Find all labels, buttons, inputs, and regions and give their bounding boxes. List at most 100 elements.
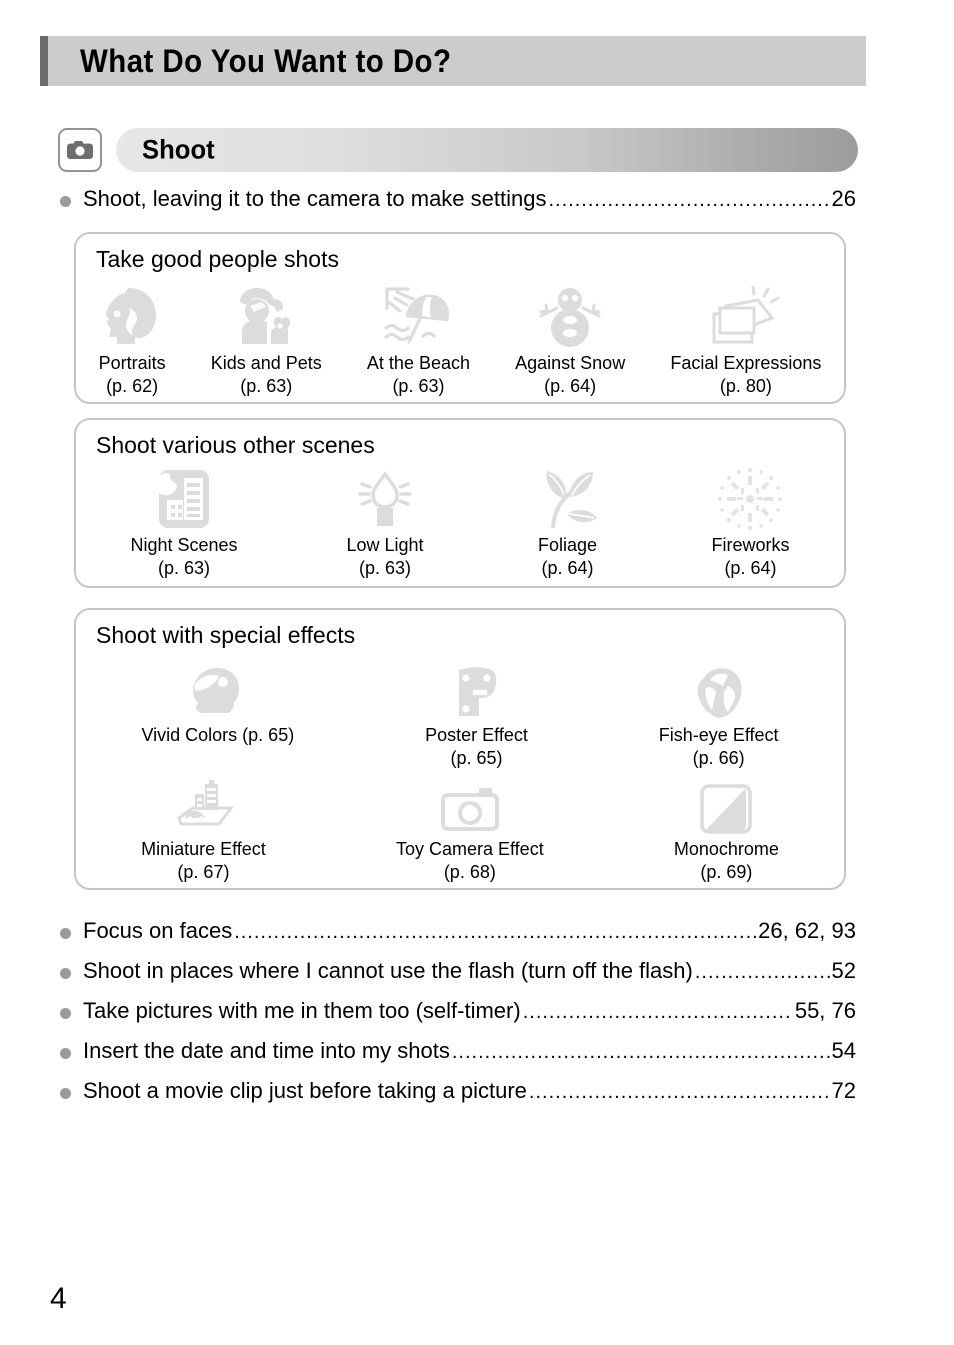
list-item[interactable]: Shoot in places where I cannot use the f… <box>60 958 856 988</box>
bullet-dot-icon <box>60 1007 71 1019</box>
beach-umbrella-icon <box>383 282 453 348</box>
list-item-label: Shoot, leaving it to the camera to make … <box>83 186 547 211</box>
snowman-icon <box>533 282 607 348</box>
section-header-bar <box>116 128 858 172</box>
list-item[interactable]: Fish-eye Effect (p. 66) <box>659 662 779 769</box>
item-label: Against Snow <box>515 353 626 373</box>
miniature-effect-icon <box>171 776 235 834</box>
list-item[interactable]: Poster Effect (p. 65) <box>425 662 528 769</box>
item-label: At the Beach <box>366 353 470 373</box>
list-item[interactable]: Kids and Pets (p. 63) <box>211 282 322 397</box>
list-item[interactable]: Shoot a movie clip just before taking a … <box>60 1078 856 1108</box>
group-title: Take good people shots <box>96 246 339 272</box>
list-item[interactable]: At the Beach (p. 63) <box>367 282 470 397</box>
list-item[interactable]: Miniature Effect (p. 67) <box>141 776 266 883</box>
page-reference: (p. 64) <box>724 557 777 578</box>
item-label: Kids and Pets <box>210 353 322 373</box>
night-scene-icon <box>153 464 215 530</box>
page-reference: 52 <box>831 958 856 983</box>
page-title-bar: What Do You Want to Do? <box>40 36 866 86</box>
page-reference: (p. 63) <box>240 375 293 396</box>
foliage-leaf-icon <box>533 464 603 530</box>
page-reference: (p. 63) <box>359 557 412 578</box>
leader-dots: ........................................… <box>234 921 756 943</box>
page-title: What Do You Want to Do? <box>80 42 452 79</box>
kids-and-pets-icon <box>230 282 302 348</box>
leader-dots: ........................................… <box>694 961 830 983</box>
facial-expressions-icon <box>710 282 782 348</box>
item-label: Fireworks <box>711 535 790 555</box>
list-item[interactable]: Shoot, leaving it to the camera to make … <box>60 186 856 216</box>
item-label: Portraits <box>98 353 166 373</box>
vivid-colors-bird-icon <box>187 662 249 720</box>
page-reference: (p. 63) <box>392 375 445 396</box>
group-other-scenes: Shoot various other scenes <box>74 418 846 588</box>
item-label: Foliage <box>537 535 598 555</box>
page-reference: (p. 68) <box>443 861 496 882</box>
list-item[interactable]: Vivid Colors (p. 65) <box>141 662 294 747</box>
item-label: Night Scenes <box>130 535 238 555</box>
item-label: Vivid Colors (p. 65) <box>141 725 295 745</box>
title-accent-bar <box>40 36 48 86</box>
group-people-shots: Take good people shots Portraits (p. 62) <box>74 232 846 404</box>
page-reference: (p. 62) <box>106 375 159 396</box>
bullet-dot-icon <box>60 195 71 207</box>
page-reference: (p. 63) <box>157 557 211 578</box>
page-reference: (p. 69) <box>700 861 753 882</box>
list-item-label: Shoot in places where I cannot use the f… <box>83 958 693 983</box>
icon-row: Portraits (p. 62) Kids <box>76 282 844 397</box>
group-title: Shoot with special effects <box>96 622 356 648</box>
group-special-effects: Shoot with special effects Vivid Colors … <box>74 608 846 890</box>
candle-low-light-icon <box>352 464 418 530</box>
list-item[interactable]: Foliage (p. 64) <box>533 464 603 579</box>
item-label: Toy Camera Effect <box>395 839 544 859</box>
list-item[interactable]: Facial Expressions (p. 80) <box>670 282 821 397</box>
page-reference: (p. 64) <box>541 557 594 578</box>
toy-camera-effect-icon <box>440 776 499 834</box>
list-item-label: Focus on faces <box>83 918 233 943</box>
list-item[interactable]: Insert the date and time into my shots .… <box>60 1038 856 1068</box>
page-reference: (p. 65) <box>450 747 503 768</box>
list-item[interactable]: Monochrome (p. 69) <box>674 776 779 883</box>
list-item-label: Take pictures with me in them too (self-… <box>83 998 521 1023</box>
camera-icon <box>58 128 102 172</box>
monochrome-icon <box>700 776 753 834</box>
page-reference: 72 <box>831 1078 856 1103</box>
bullet-dot-icon <box>60 1047 71 1059</box>
icon-row: Vivid Colors (p. 65) Poster Effect (p. 6… <box>76 662 844 769</box>
page-number: 4 <box>50 1282 67 1315</box>
page-reference: 54 <box>831 1038 856 1063</box>
item-label: Low Light <box>346 535 424 555</box>
page-reference: (p. 64) <box>544 375 597 396</box>
list-item[interactable]: Fireworks (p. 64) <box>711 464 789 579</box>
bullet-dot-icon <box>60 967 71 979</box>
page-reference: (p. 66) <box>692 747 745 768</box>
list-item[interactable]: Low Light (p. 63) <box>346 464 424 579</box>
list-item-label: Insert the date and time into my shots <box>83 1038 450 1063</box>
list-item-label: Shoot a movie clip just before taking a … <box>83 1078 527 1103</box>
poster-effect-icon <box>449 662 505 720</box>
item-label: Facial Expressions <box>670 353 822 373</box>
leader-dots: ........................................… <box>548 189 830 211</box>
section-header-shoot: Shoot <box>58 128 858 172</box>
leader-dots: ........................................… <box>522 1001 793 1023</box>
page-reference: 26, 62, 93 <box>758 918 856 943</box>
item-label: Fish-eye Effect <box>658 725 779 745</box>
item-label: Monochrome <box>673 839 779 859</box>
page-reference: (p. 80) <box>719 375 772 396</box>
list-item[interactable]: Toy Camera Effect (p. 68) <box>396 776 544 883</box>
list-item[interactable]: Night Scenes (p. 63) <box>130 464 238 579</box>
list-item[interactable]: Take pictures with me in them too (self-… <box>60 998 856 1028</box>
item-label: Miniature Effect <box>141 839 266 859</box>
bullet-dot-icon <box>60 927 71 939</box>
section-title: Shoot <box>142 134 215 165</box>
list-item[interactable]: Portraits (p. 62) <box>99 282 166 397</box>
portrait-head-icon <box>99 282 165 348</box>
page-reference: 26 <box>831 186 856 211</box>
bullet-dot-icon <box>60 1087 71 1099</box>
list-item[interactable]: Focus on faces .........................… <box>60 918 856 948</box>
leader-dots: ........................................… <box>528 1081 830 1103</box>
leader-dots: ........................................… <box>451 1041 830 1063</box>
list-item[interactable]: Against Snow (p. 64) <box>515 282 625 397</box>
fireworks-icon <box>717 464 783 530</box>
